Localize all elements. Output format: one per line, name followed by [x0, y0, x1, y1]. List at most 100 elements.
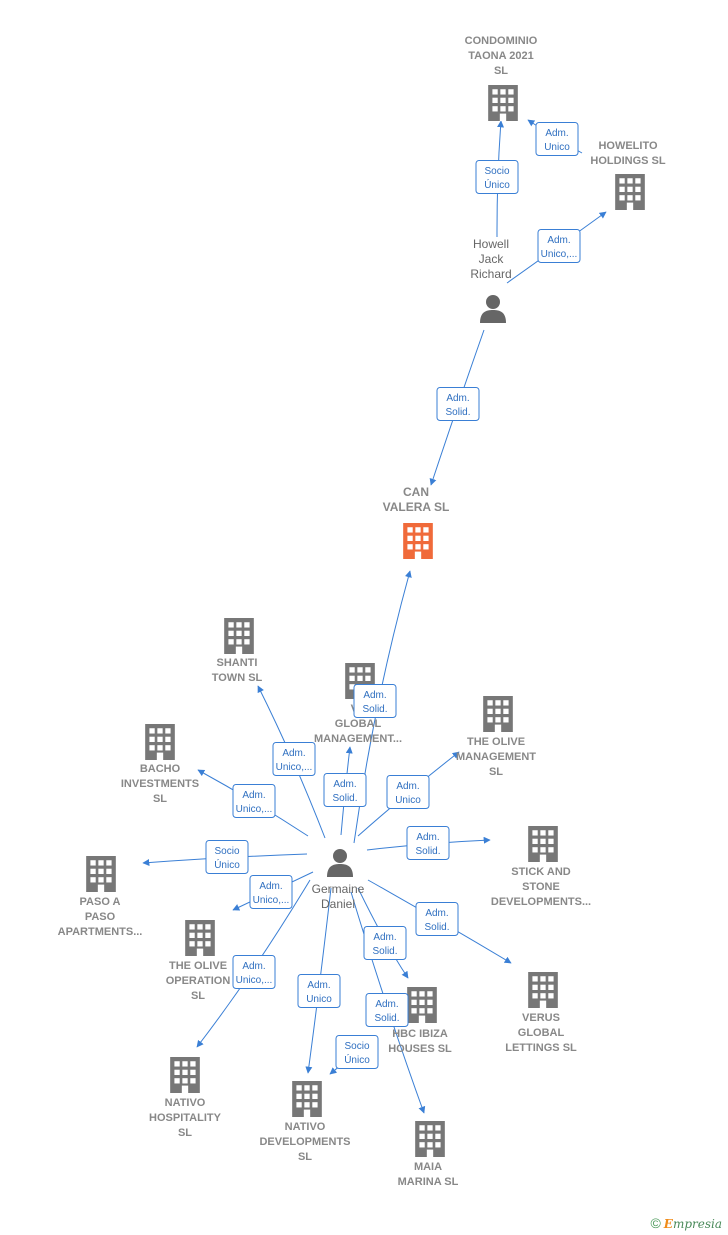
- node-label-line[interactable]: SL: [489, 766, 503, 778]
- building-icon[interactable]: [615, 174, 645, 210]
- node-label-line[interactable]: TAONA 2021: [468, 50, 533, 62]
- building-icon[interactable]: [488, 85, 518, 121]
- node-label-line[interactable]: Richard: [470, 267, 511, 281]
- node-label-line[interactable]: HOSPITALITY: [149, 1112, 222, 1124]
- role-badge[interactable]: Adm.Solid.: [323, 773, 367, 807]
- node-label-line[interactable]: SHANTI: [217, 657, 258, 669]
- node-label-line[interactable]: MANAGEMENT...: [314, 733, 402, 745]
- building-icon[interactable]: [407, 987, 437, 1023]
- role-badge[interactable]: Adm.Unico,...: [232, 955, 276, 989]
- node-pasoapaso[interactable]: PASO A PASO APARTMENTS...: [58, 856, 143, 938]
- node-shanti[interactable]: SHANTI TOWN SL: [212, 618, 263, 684]
- node-label-line[interactable]: Jack: [479, 252, 505, 266]
- node-label-line[interactable]: VALERA SL: [383, 500, 450, 514]
- node-label-line[interactable]: VERUS: [522, 1012, 560, 1024]
- node-label-line[interactable]: PASO: [85, 911, 116, 923]
- building-icon[interactable]: [86, 856, 116, 892]
- building-icon[interactable]: [292, 1081, 322, 1117]
- building-icon[interactable]: [145, 724, 175, 760]
- node-label-line[interactable]: THE OLIVE: [467, 736, 525, 748]
- node-label-line[interactable]: MAIA: [414, 1161, 442, 1173]
- node-olivemgmt[interactable]: THE OLIVE MANAGEMENT SL: [456, 696, 536, 778]
- role-badge[interactable]: Adm.Unico,...: [272, 742, 316, 776]
- building-icon[interactable]: [528, 826, 558, 862]
- node-label-line[interactable]: Howell: [473, 237, 509, 251]
- node-label-line[interactable]: THE OLIVE: [169, 960, 227, 972]
- building-icon[interactable]: [528, 972, 558, 1008]
- node-label-line[interactable]: NATIVO: [165, 1097, 206, 1109]
- node-label-line[interactable]: INVESTMENTS: [121, 778, 199, 790]
- role-badge[interactable]: Adm.Solid.: [365, 993, 409, 1027]
- node-label-line[interactable]: SL: [153, 793, 167, 805]
- node-nativohosp[interactable]: NATIVO HOSPITALITY SL: [149, 1057, 222, 1139]
- node-label-line[interactable]: STONE: [522, 881, 560, 893]
- building-icon[interactable]: [483, 696, 513, 732]
- role-badge[interactable]: Adm.Solid.: [353, 684, 397, 718]
- person-icon[interactable]: [327, 849, 353, 877]
- role-badge[interactable]: Adm.Unico,...: [537, 229, 581, 263]
- node-label-line[interactable]: CONDOMINIO: [465, 35, 538, 47]
- node-label-line[interactable]: DEVELOPMENTS...: [491, 896, 591, 908]
- role-badge[interactable]: Adm.Unico,...: [249, 875, 293, 909]
- node-label-line[interactable]: CAN: [403, 485, 429, 499]
- node-label-line[interactable]: STICK AND: [511, 866, 571, 878]
- node-label-line[interactable]: HOLDINGS SL: [590, 155, 665, 167]
- node-nativodev[interactable]: NATIVO DEVELOPMENTS SL: [259, 1081, 351, 1163]
- node-label-line[interactable]: MANAGEMENT: [456, 751, 536, 763]
- role-badge-box: [297, 974, 341, 1008]
- person-icon[interactable]: [480, 295, 506, 323]
- node-label-line[interactable]: MARINA SL: [398, 1176, 459, 1188]
- node-label-line[interactable]: SL: [178, 1127, 192, 1139]
- node-label-line[interactable]: GLOBAL: [518, 1027, 565, 1039]
- node-label-line[interactable]: APARTMENTS...: [58, 926, 143, 938]
- node-maia[interactable]: MAIA MARINA SL: [398, 1121, 459, 1188]
- node-label-line[interactable]: DEVELOPMENTS: [259, 1136, 350, 1148]
- node-label-line[interactable]: OPERATION: [166, 975, 231, 987]
- node-label-line[interactable]: Germaine: [312, 882, 365, 896]
- node-bacho[interactable]: BACHO INVESTMENTS SL: [121, 724, 199, 805]
- role-badge[interactable]: Adm.Unico: [535, 122, 579, 156]
- building-icon[interactable]: [224, 618, 254, 654]
- role-badge-box: [232, 955, 276, 989]
- node-label-line[interactable]: HBC IBIZA: [392, 1028, 448, 1040]
- node-label-line[interactable]: SL: [191, 990, 205, 1002]
- role-badge[interactable]: Adm.Solid.: [415, 902, 459, 936]
- node-label-line[interactable]: LETTINGS SL: [505, 1042, 577, 1054]
- node-label-line[interactable]: HOUSES SL: [388, 1043, 452, 1055]
- node-howelito[interactable]: HOWELITO HOLDINGS SL: [590, 140, 666, 210]
- node-label-line[interactable]: GLOBAL: [335, 718, 382, 730]
- node-label-line[interactable]: SL: [494, 65, 508, 77]
- node-label-line[interactable]: NATIVO: [285, 1121, 326, 1133]
- brand-logo-text[interactable]: mpresia: [672, 1217, 722, 1231]
- brand-logo-initial[interactable]: E: [663, 1217, 673, 1231]
- node-label-line[interactable]: SL: [298, 1151, 312, 1163]
- role-badge-text: Solid.: [362, 704, 387, 715]
- node-stickstone[interactable]: STICK AND STONE DEVELOPMENTS...: [491, 826, 591, 908]
- role-badge[interactable]: Adm.Unico,...: [232, 784, 276, 818]
- role-badge[interactable]: Adm.Solid.: [406, 826, 450, 860]
- role-badge[interactable]: Adm.Unico: [386, 775, 430, 809]
- node-oliveops[interactable]: THE OLIVE OPERATION SL: [166, 920, 231, 1002]
- node-label-line[interactable]: PASO A: [80, 896, 121, 908]
- building-icon[interactable]: [185, 920, 215, 956]
- node-label-line[interactable]: HOWELITO: [598, 140, 658, 152]
- role-badge[interactable]: Adm.Solid.: [436, 387, 480, 421]
- node-label-line[interactable]: Daniel: [321, 897, 355, 911]
- building-icon[interactable]: [415, 1121, 445, 1157]
- building-icon[interactable]: [170, 1057, 200, 1093]
- role-badge[interactable]: Adm.Solid.: [363, 926, 407, 960]
- building-icon[interactable]: [403, 523, 433, 559]
- node-label-line[interactable]: BACHO: [140, 763, 181, 775]
- node-label-line[interactable]: TOWN SL: [212, 672, 263, 684]
- node-verusletting[interactable]: VERUS GLOBAL LETTINGS SL: [505, 972, 577, 1054]
- node-hbc[interactable]: HBC IBIZA HOUSES SL: [388, 987, 452, 1055]
- role-badge[interactable]: Adm.Unico: [297, 974, 341, 1008]
